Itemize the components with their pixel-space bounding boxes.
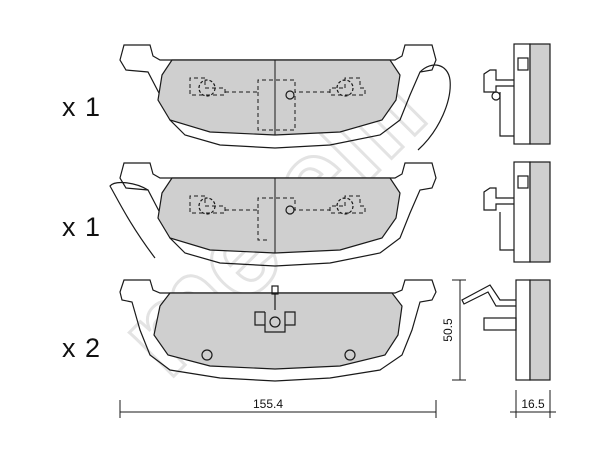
brake-pad-3 [119,279,437,382]
dimension-thickness-label: 16.5 [521,397,545,411]
quantity-label-row-1: x 1 [62,92,102,122]
quantity-label-row-3: x 2 [62,333,102,363]
rivet-right-3 [344,349,356,361]
dimension-lines [119,279,556,418]
brake-pad-2 [109,162,437,267]
rivet-left-3 [201,349,213,361]
spring-clip [461,284,516,307]
wear-sensor-wire-1 [417,64,451,151]
center-clip-3 [254,285,296,333]
backing-plate-3 [119,279,437,382]
dimension-height-label: 50.5 [441,318,455,342]
friction-material-3 [153,292,403,370]
friction-material-1 [157,59,401,136]
side-view-1 [483,43,551,145]
quantity-label-row-2: x 1 [62,212,102,242]
dimension-width-label: 155.4 [253,397,283,411]
side-view-2 [483,161,551,263]
brake-pad-1 [119,44,451,151]
friction-material-2 [157,177,401,254]
wear-sensor-wire-2 [109,181,156,259]
side-view-3 [461,279,551,381]
